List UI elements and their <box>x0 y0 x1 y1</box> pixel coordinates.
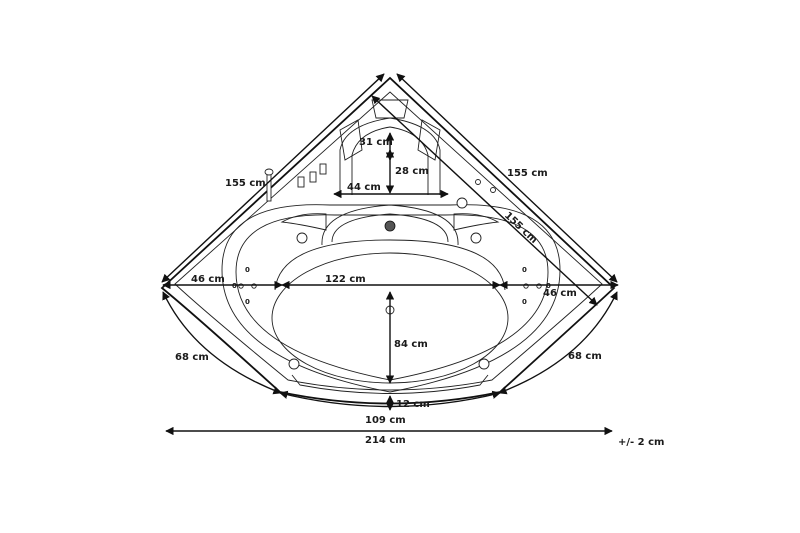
label-arc-right: 68 cm <box>568 351 602 362</box>
label-side-right: 155 cm <box>507 168 548 179</box>
dim-side-left <box>161 73 385 283</box>
valve-icon <box>297 163 327 188</box>
label-inner-depth: 84 cm <box>394 339 428 350</box>
jet-mark: 0 <box>546 282 551 290</box>
outer-rim <box>160 76 616 405</box>
label-headrest-depth: 28 cm <box>395 166 429 177</box>
drain-icon <box>384 220 396 232</box>
label-ledge-left: 46 cm <box>191 274 225 285</box>
dim-diagonal <box>371 95 598 306</box>
jet-icon <box>478 358 490 370</box>
jet-mark: 0 <box>522 298 527 306</box>
basin-outer <box>221 204 561 393</box>
jet-mark: 0 <box>232 282 237 290</box>
jet-mark: 0 <box>245 298 250 306</box>
right-corner-panel <box>417 119 441 161</box>
label-tolerance: +/- 2 cm <box>618 437 664 448</box>
dim-front-width <box>279 390 501 408</box>
small-jet-icon <box>490 187 496 193</box>
dim-arc-right <box>498 291 618 395</box>
jet-mark: 0 <box>522 266 527 274</box>
label-diagonal: 155 cm <box>502 210 539 246</box>
label-arc-left: 68 cm <box>175 352 209 363</box>
label-ledge-right: 46 cm <box>543 288 577 299</box>
label-front-width: 109 cm <box>365 415 406 426</box>
dimension-labels: 155 cm 155 cm 155 cm 31 cm 28 cm 44 cm 4… <box>175 137 664 448</box>
jet-icon <box>296 232 308 244</box>
label-inner-width: 122 cm <box>325 274 366 285</box>
jet-mark: 0 <box>245 266 250 274</box>
label-side-left: 155 cm <box>225 178 266 189</box>
small-jet-icon <box>475 179 481 185</box>
jet-icon <box>470 232 482 244</box>
dimension-lines <box>161 73 619 436</box>
jet-icon <box>288 358 300 370</box>
tub-outline <box>160 76 616 405</box>
jet-markings: 0 0 0 0 0 0 <box>232 266 551 306</box>
control-knob-icon <box>456 197 468 209</box>
label-front-ledge: 12 cm <box>396 399 430 410</box>
label-top-gap: 31 cm <box>359 137 393 148</box>
dim-arc-left <box>162 291 282 395</box>
basin-floor-upper <box>274 239 506 291</box>
label-total-width: 214 cm <box>365 435 406 446</box>
label-headrest-width: 44 cm <box>347 182 381 193</box>
